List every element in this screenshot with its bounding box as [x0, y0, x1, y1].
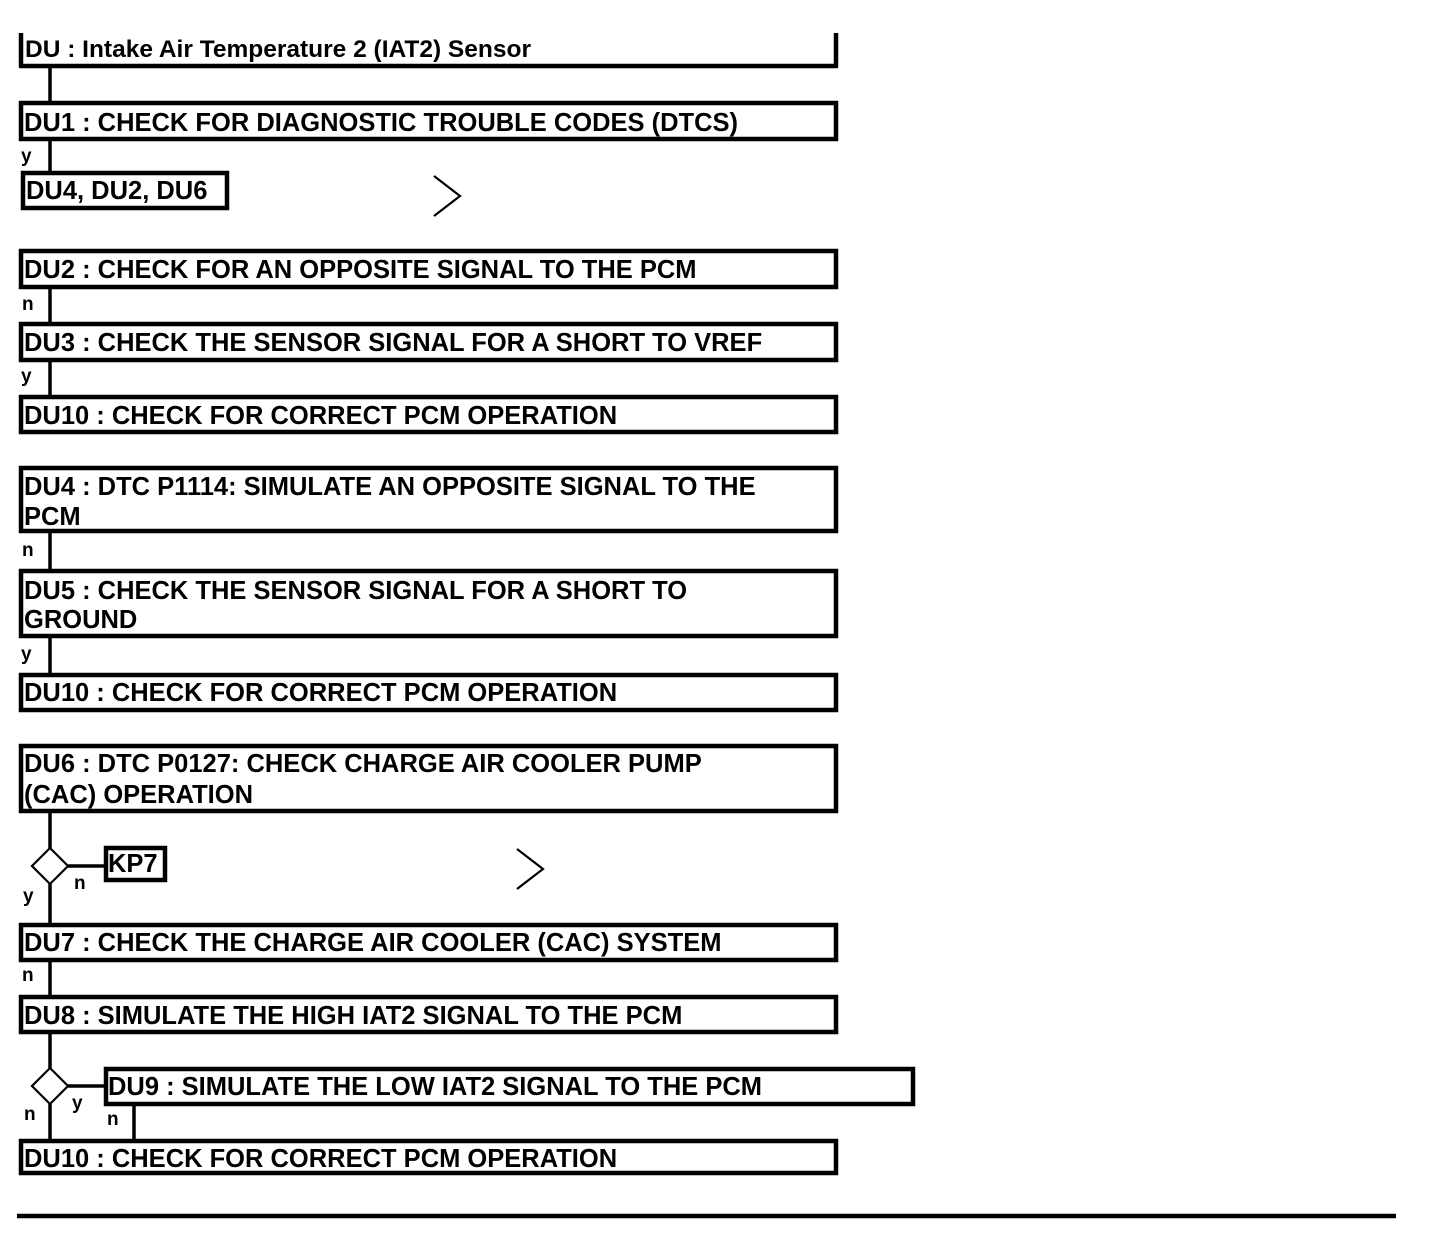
chevron-right-icon [433, 175, 462, 217]
step-du8-label: DU8 : SIMULATE THE HIGH IAT2 SIGNAL TO T… [24, 1002, 682, 1030]
connectors [48, 66, 136, 1141]
step-du1-label: DU1 : CHECK FOR DIAGNOSTIC TROUBLE CODES… [24, 109, 738, 137]
step-du6-label-line1: DU6 : DTC P0127: CHECK CHARGE AIR COOLER… [24, 750, 702, 778]
chevron-right-icon [516, 848, 545, 890]
step-du-title: DU : Intake Air Temperature 2 (IAT2) Sen… [25, 36, 531, 63]
step-du2[interactable]: DU2 : CHECK FOR AN OPPOSITE SIGNAL TO TH… [18, 248, 839, 290]
step-du7-box[interactable] [18, 922, 839, 963]
step-du7-label: DU7 : CHECK THE CHARGE AIR COOLER (CAC) … [24, 929, 722, 957]
step-du9[interactable]: DU9 : SIMULATE THE LOW IAT2 SIGNAL TO TH… [103, 1066, 916, 1107]
step-du3-label: DU3 : CHECK THE SENSOR SIGNAL FOR A SHOR… [24, 329, 762, 357]
step-du5-box[interactable] [18, 568, 839, 639]
step-du10-b-box[interactable] [18, 672, 839, 713]
branch-label-n: n [107, 1109, 119, 1130]
step-du3-box[interactable] [18, 321, 839, 363]
step-du2-label: DU2 : CHECK FOR AN OPPOSITE SIGNAL TO TH… [24, 256, 697, 284]
step-du10-c-label: DU10 : CHECK FOR CORRECT PCM OPERATION [24, 1145, 617, 1173]
branch-label-n: n [22, 294, 34, 315]
branch-label-n: n [22, 965, 34, 986]
step-du7[interactable]: DU7 : CHECK THE CHARGE AIR COOLER (CAC) … [18, 922, 839, 963]
step-du4[interactable]: DU4 : DTC P1114: SIMULATE AN OPPOSITE SI… [18, 465, 839, 534]
step-du1-box[interactable] [18, 100, 839, 142]
step-du6-label-line2: (CAC) OPERATION [24, 781, 253, 809]
branch-label-y: y [72, 1093, 83, 1114]
step-du9-label: DU9 : SIMULATE THE LOW IAT2 SIGNAL TO TH… [108, 1073, 762, 1101]
step-du5[interactable]: DU5 : CHECK THE SENSOR SIGNAL FOR A SHOR… [18, 568, 839, 639]
branch-label-n: n [22, 540, 34, 561]
branch-label-y: y [23, 886, 34, 907]
step-du3[interactable]: DU3 : CHECK THE SENSOR SIGNAL FOR A SHOR… [18, 321, 839, 363]
branch-label-y: y [21, 146, 32, 167]
step-du5-label-line2: GROUND [24, 606, 137, 634]
step-du10-c-box[interactable] [18, 1138, 839, 1176]
decision-diamond-du6 [30, 846, 70, 886]
step-refs[interactable]: DU4, DU2, DU6 [20, 170, 230, 211]
branch-label-y: y [21, 366, 32, 387]
step-refs-box[interactable] [20, 170, 230, 211]
step-du4-label-line1: DU4 : DTC P1114: SIMULATE AN OPPOSITE SI… [24, 473, 756, 501]
step-du10-a-box[interactable] [18, 394, 839, 435]
step-du8-box[interactable] [18, 994, 839, 1035]
step-du6-box[interactable] [18, 743, 839, 814]
step-du4-label-line2: PCM [24, 503, 81, 531]
step-du2-box[interactable] [18, 248, 839, 290]
decision-diamond-du8 [30, 1066, 70, 1106]
step-du10-b-label: DU10 : CHECK FOR CORRECT PCM OPERATION [24, 679, 617, 707]
step-kp7-box[interactable] [103, 845, 168, 883]
step-du5-label-line1: DU5 : CHECK THE SENSOR SIGNAL FOR A SHOR… [24, 577, 687, 605]
branch-label-n: n [74, 873, 86, 894]
step-du-header: DU : Intake Air Temperature 2 (IAT2) Sen… [18, 33, 839, 69]
step-du10-a-label: DU10 : CHECK FOR CORRECT PCM OPERATION [24, 402, 617, 430]
step-du1[interactable]: DU1 : CHECK FOR DIAGNOSTIC TROUBLE CODES… [18, 100, 839, 142]
step-du10-b[interactable]: DU10 : CHECK FOR CORRECT PCM OPERATION [18, 672, 839, 713]
step-du6[interactable]: DU6 : DTC P0127: CHECK CHARGE AIR COOLER… [18, 743, 839, 814]
step-kp7-label: KP7 [108, 850, 158, 878]
branch-label-n: n [24, 1104, 36, 1125]
step-du9-box[interactable] [103, 1066, 916, 1107]
step-du10-c[interactable]: DU10 : CHECK FOR CORRECT PCM OPERATION [18, 1138, 839, 1176]
step-refs-label: DU4, DU2, DU6 [26, 177, 207, 205]
step-du4-box[interactable] [18, 465, 839, 534]
step-kp7[interactable]: KP7 [103, 845, 168, 883]
step-du10-a[interactable]: DU10 : CHECK FOR CORRECT PCM OPERATION [18, 394, 839, 435]
branch-label-y: y [21, 644, 32, 665]
step-du8[interactable]: DU8 : SIMULATE THE HIGH IAT2 SIGNAL TO T… [18, 994, 839, 1035]
